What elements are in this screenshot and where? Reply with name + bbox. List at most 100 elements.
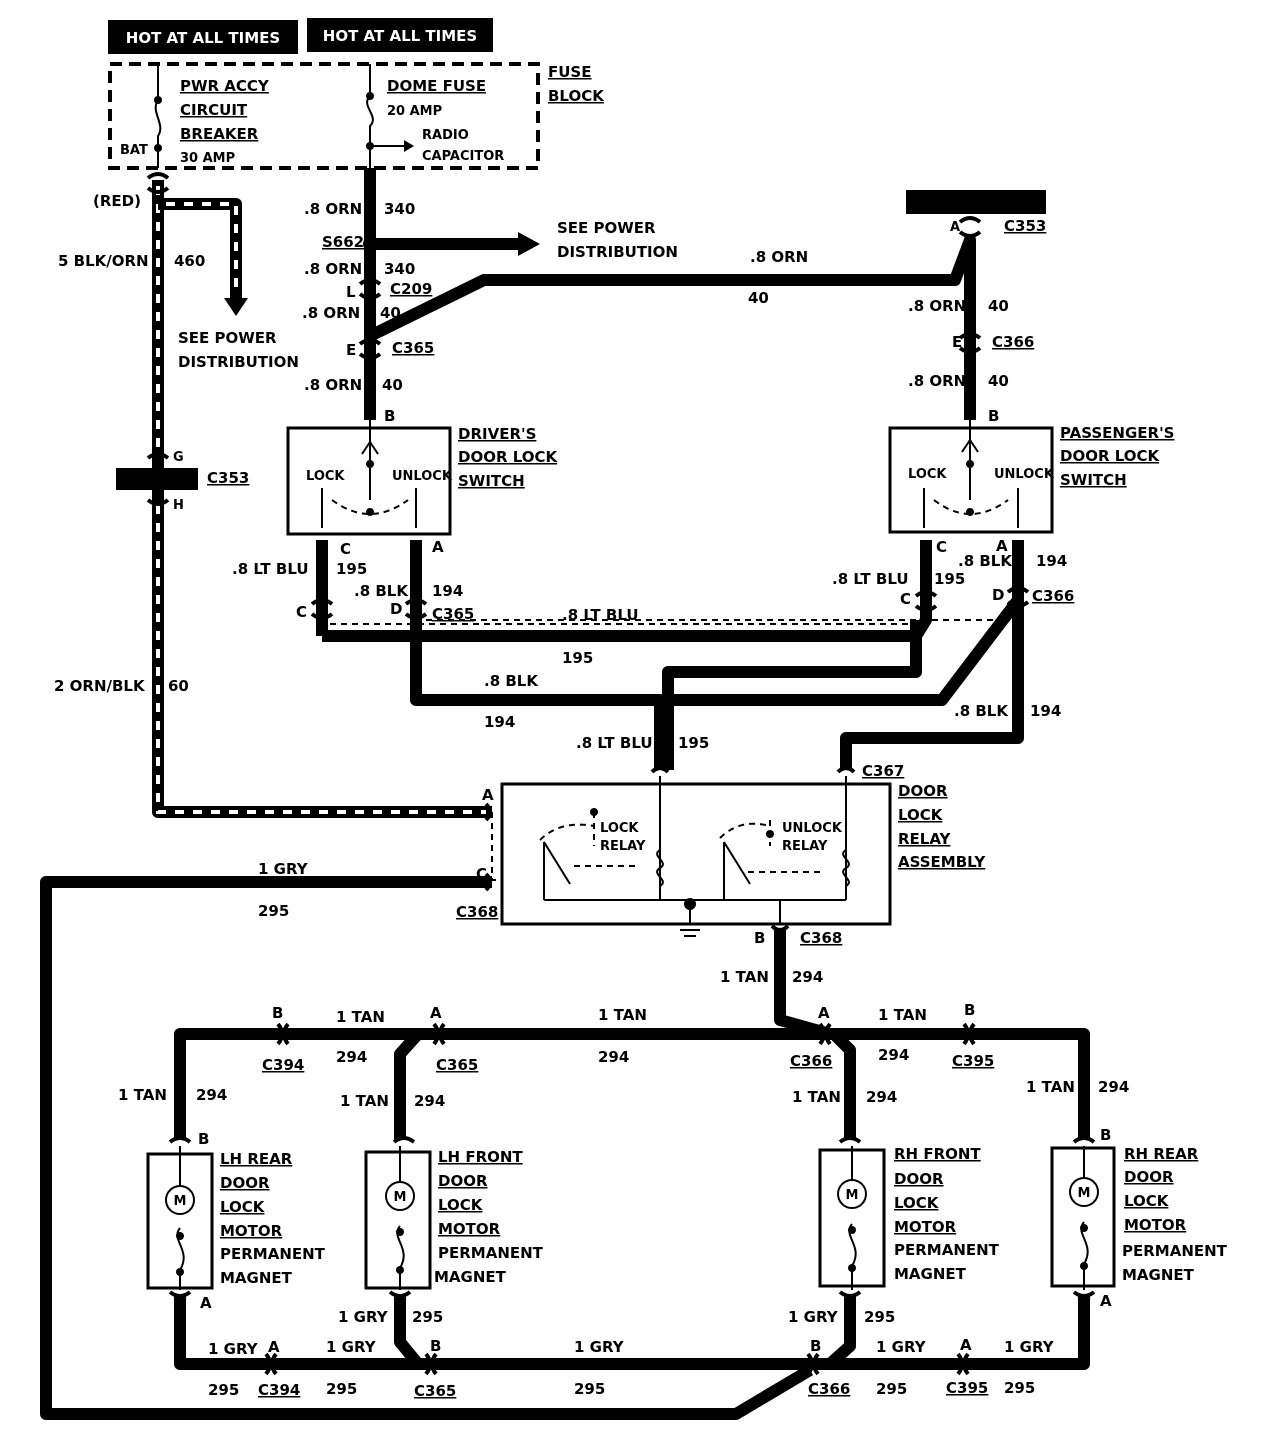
lh-front-motor-symbol bbox=[385, 1181, 415, 1211]
wire-label-gry-7: 1 GRY bbox=[876, 1338, 927, 1356]
wire-label-ltblu-1: .8 LT BLU bbox=[232, 560, 309, 578]
splice-s662-label: S662 bbox=[322, 233, 364, 251]
lh-rear-motor-m: M bbox=[174, 1194, 187, 1209]
wire-label-gry-4: 1 GRY bbox=[208, 1340, 259, 1358]
connector-c366-4: C366 bbox=[808, 1380, 850, 1398]
bat-dot bbox=[154, 144, 162, 152]
c353-left-block bbox=[116, 468, 198, 490]
wire-label-tan-7: 1 TAN bbox=[792, 1088, 841, 1106]
rh-rear-dot-2 bbox=[1080, 1262, 1088, 1270]
wire-number-294-8: 294 bbox=[1098, 1078, 1129, 1096]
radio-label-1: RADIO bbox=[422, 128, 469, 143]
wire-195-relay bbox=[662, 620, 922, 770]
pin-d-c365: D bbox=[390, 600, 402, 618]
wire-number-294-3: 294 bbox=[598, 1048, 629, 1066]
relay-title-4: ASSEMBLY bbox=[898, 853, 986, 871]
pin-g: G bbox=[173, 450, 184, 465]
wire-number-295-2: 295 bbox=[412, 1308, 443, 1326]
dome-fuse-dot bbox=[366, 92, 374, 100]
wire-40-crossover bbox=[367, 234, 976, 420]
connector-c366-2: C366 bbox=[1032, 587, 1074, 605]
wire-number-195-4: 195 bbox=[934, 570, 965, 588]
wire-label-blk-3: .8 BLK bbox=[958, 552, 1013, 570]
hot-label-box-2 bbox=[307, 18, 493, 52]
wire-number-40-4: 40 bbox=[988, 297, 1009, 315]
breaker-label-3: BREAKER bbox=[180, 125, 259, 143]
wire-label-ltblu-2: .8 LT BLU bbox=[562, 606, 639, 624]
rh-front-motor-symbol bbox=[837, 1179, 867, 1209]
lh-front-dot-2 bbox=[396, 1266, 404, 1274]
connector-c353-left: C353 bbox=[207, 469, 249, 487]
lh-rear-motor-box bbox=[146, 1152, 214, 1290]
wire-number-294-7: 294 bbox=[866, 1088, 897, 1106]
lh-front-dot-1 bbox=[396, 1228, 404, 1236]
relay-title-3: RELAY bbox=[898, 830, 952, 848]
lh-front-label-6: MAGNET bbox=[434, 1268, 507, 1286]
rh-front-label-5: PERMANENT bbox=[894, 1241, 1000, 1259]
passenger-switch-label-2: DOOR LOCK bbox=[1060, 447, 1161, 465]
wire-number-194-1: 194 bbox=[432, 582, 463, 600]
hot-label-1: HOT AT ALL TIMES bbox=[126, 29, 280, 47]
pin-a-c365: A bbox=[430, 1004, 442, 1022]
wire-label-tan-1: 1 TAN bbox=[720, 968, 769, 986]
wire-number-60: 60 bbox=[168, 677, 189, 695]
pin-b-c395: B bbox=[964, 1001, 975, 1019]
connector-c365-4: C365 bbox=[414, 1382, 456, 1400]
passenger-switch-dot bbox=[966, 460, 974, 468]
pin-b-c366: B bbox=[810, 1337, 821, 1355]
lh-front-motor-m: M bbox=[394, 1190, 407, 1205]
lh-rear-label-5: PERMANENT bbox=[220, 1245, 326, 1263]
driver-switch-label-3: SWITCH bbox=[458, 472, 525, 490]
rh-rear-label-3: LOCK bbox=[1124, 1192, 1170, 1210]
wire-label-orn-2: .8 ORN bbox=[304, 260, 362, 278]
wire-number-40-3: 40 bbox=[748, 289, 769, 307]
wire-number-340-2: 340 bbox=[384, 260, 415, 278]
wire-label-gry-1: 1 GRY bbox=[258, 860, 309, 878]
fuse-block-label-2: BLOCK bbox=[548, 87, 605, 105]
rh-front-label-4: MOTOR bbox=[894, 1218, 957, 1236]
c353-right-block bbox=[906, 190, 1046, 214]
radio-arrow bbox=[404, 140, 414, 152]
wire-label-orn-6: .8 ORN bbox=[908, 297, 966, 315]
wire-294-bus bbox=[174, 1028, 1090, 1140]
see-power-label-4: DISTRIBUTION bbox=[557, 243, 678, 261]
wire-label-tan-4: 1 TAN bbox=[878, 1006, 927, 1024]
wire-number-195-1: 195 bbox=[336, 560, 367, 578]
lh-rear-label-6: MAGNET bbox=[220, 1269, 293, 1287]
relay-title-1: DOOR bbox=[898, 782, 948, 800]
pin-b-rh-rear: B bbox=[1100, 1126, 1111, 1144]
pin-b-c365: B bbox=[430, 1337, 441, 1355]
wire-number-195-2: 195 bbox=[562, 649, 593, 667]
wire-label-gry-5: 1 GRY bbox=[326, 1338, 377, 1356]
lh-front-label-5: PERMANENT bbox=[438, 1244, 544, 1262]
connector-c365-c366-dash bbox=[330, 619, 1010, 625]
bus-connector-marks bbox=[168, 766, 1096, 1376]
connector-c395-1: C395 bbox=[952, 1052, 994, 1070]
lh-front-label-4: MOTOR bbox=[438, 1220, 501, 1238]
wire-label-blk-4: .8 BLK bbox=[954, 702, 1009, 720]
driver-unlock-label: UNLOCK bbox=[392, 469, 453, 484]
wire-number-195-3: 195 bbox=[678, 734, 709, 752]
passenger-switch-label-3: SWITCH bbox=[1060, 471, 1127, 489]
wire-number-40-2: 40 bbox=[382, 376, 403, 394]
wire-label-tan-5: 1 TAN bbox=[118, 1086, 167, 1104]
wire-number-40-5: 40 bbox=[988, 372, 1009, 390]
see-power-label-2: DISTRIBUTION bbox=[178, 353, 299, 371]
rh-rear-motor: M RH REAR DOOR LOCK MOTOR PERMANENT MAGN… bbox=[1050, 1145, 1228, 1290]
wire-194-crosslink bbox=[668, 540, 1024, 706]
bat-label: BAT bbox=[120, 143, 148, 158]
pin-a-c353: A bbox=[950, 220, 960, 235]
rh-rear-dot-1 bbox=[1080, 1224, 1088, 1232]
passenger-unlock-label: UNLOCK bbox=[994, 467, 1055, 482]
wire-label-blk-1: .8 BLK bbox=[354, 582, 409, 600]
radio-dot bbox=[366, 142, 374, 150]
relay-arcs bbox=[539, 822, 771, 841]
wire-number-295-4: 295 bbox=[208, 1381, 239, 1399]
dome-fuse-label: DOME FUSE bbox=[387, 77, 486, 95]
rh-front-motor: M RH FRONT DOOR LOCK MOTOR PERMANENT MAG… bbox=[818, 1145, 1000, 1290]
pin-c-relay: C bbox=[476, 865, 487, 883]
driver-switch-label-1: DRIVER'S bbox=[458, 425, 536, 443]
pin-h: H bbox=[173, 498, 184, 513]
connector-c368-1: C368 bbox=[456, 903, 498, 921]
unlock-relay-label-2: RELAY bbox=[782, 839, 828, 854]
